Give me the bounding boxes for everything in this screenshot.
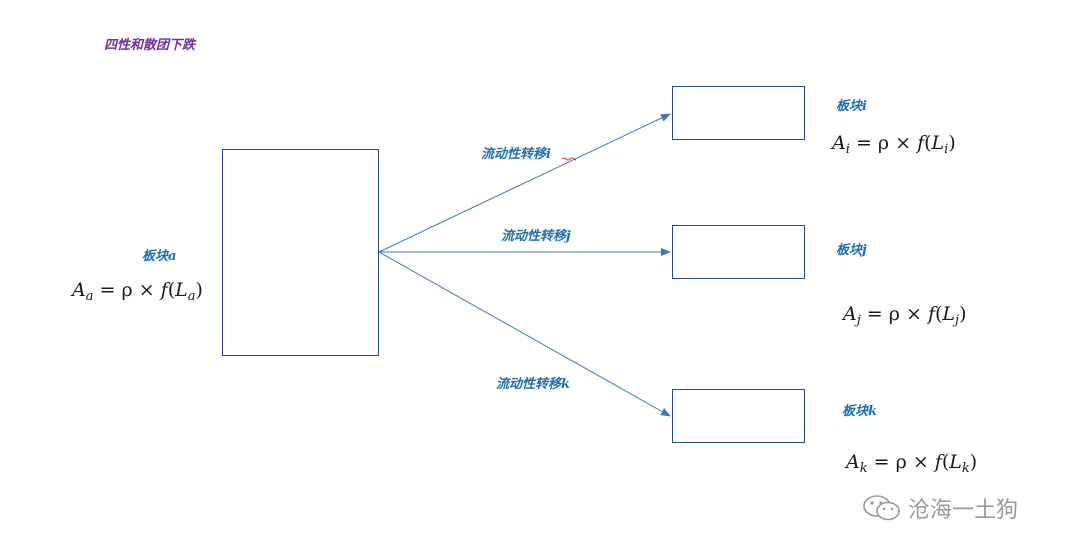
wechat-icon bbox=[863, 495, 900, 521]
block-a-label: 板块a bbox=[142, 249, 177, 264]
block-a-formula: Aa = ρ × f(La) bbox=[72, 279, 203, 304]
block-k-label: 板块k bbox=[842, 404, 878, 419]
block-i-formula: Ai = ρ × f(Li) bbox=[832, 132, 956, 157]
block-j-formula: Aj = ρ × f(Lj) bbox=[843, 303, 967, 328]
block-j-box bbox=[672, 225, 805, 279]
arrow-to-k bbox=[378, 251, 671, 417]
block-i-box bbox=[672, 86, 805, 140]
spellcheck-underline bbox=[562, 157, 576, 161]
transfer-k-label: 流动性转移k bbox=[496, 377, 571, 392]
watermark: 沧海一土狗 bbox=[862, 492, 1018, 524]
block-k-box bbox=[672, 389, 805, 443]
block-a-box bbox=[222, 149, 379, 356]
transfer-i-label: 流动性转移i bbox=[481, 147, 551, 162]
transfer-j-label: 流动性转移j bbox=[501, 229, 571, 244]
watermark-text: 沧海一土狗 bbox=[908, 498, 1019, 523]
block-i-label: 板块i bbox=[836, 99, 867, 114]
block-k-formula: Ak = ρ × f(Lk) bbox=[846, 451, 978, 476]
block-j-label: 板块j bbox=[836, 243, 867, 258]
diagram-title: 四性和散团下跌 bbox=[104, 38, 196, 53]
arrow-to-i bbox=[378, 113, 671, 253]
